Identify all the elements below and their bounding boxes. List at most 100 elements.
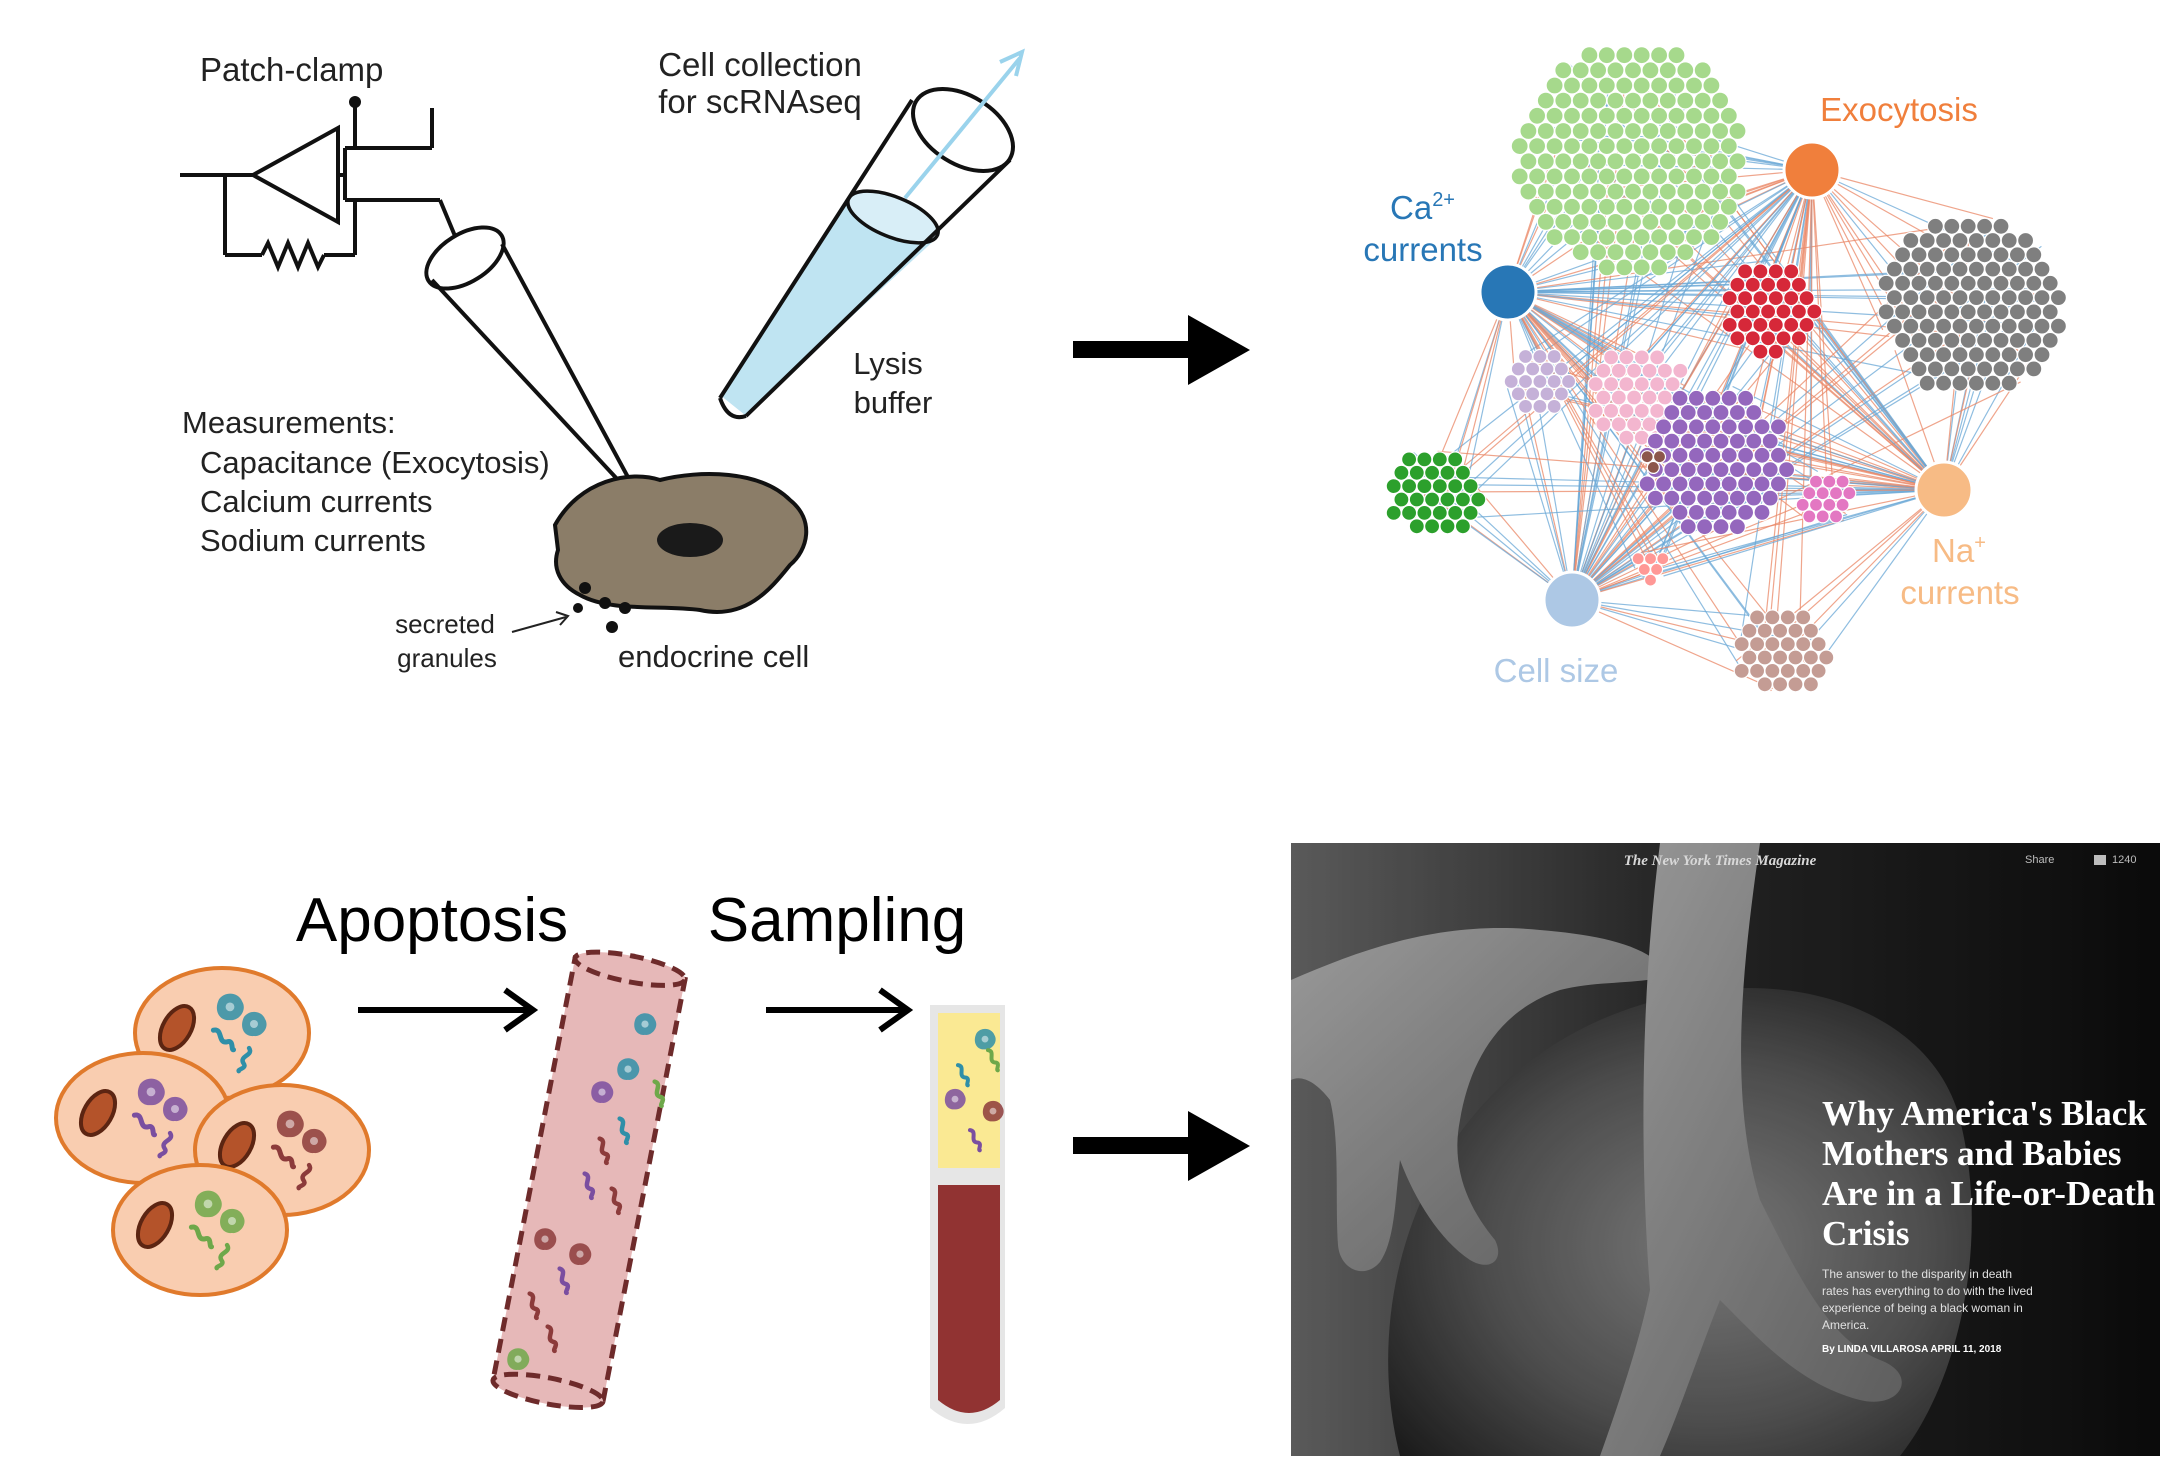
cell-dot — [1736, 418, 1755, 436]
cell-dot — [1695, 432, 1714, 450]
cell-dot — [1671, 389, 1689, 407]
cell-dot — [1416, 504, 1433, 522]
cell-dot — [1615, 167, 1634, 186]
cell-dot — [1975, 303, 1994, 321]
network-edge — [1456, 291, 1509, 495]
cell-dot — [1545, 76, 1564, 95]
network-edge — [1732, 385, 1945, 491]
cell-dot — [1893, 303, 1912, 321]
cell-dot — [1671, 503, 1689, 522]
cell-dot — [1571, 91, 1590, 110]
cell-dot — [1795, 609, 1812, 626]
cell-dot — [1771, 676, 1789, 693]
cell-dot — [1787, 649, 1804, 666]
cell-dot — [1779, 635, 1796, 653]
cell-dot — [1571, 61, 1590, 80]
chromatin-blob — [617, 1058, 640, 1080]
cell-dot — [1687, 446, 1706, 464]
cell-dot — [1641, 152, 1660, 171]
cell-dot — [1744, 330, 1761, 347]
cell-dot — [1580, 46, 1599, 65]
cell-dot — [1893, 331, 1912, 349]
cell-dot — [1748, 662, 1766, 680]
cell-dot — [1761, 489, 1779, 507]
cell-dot — [1667, 197, 1686, 216]
cell-dot — [1571, 243, 1590, 262]
cell-size-label: Cell size — [1494, 652, 1619, 689]
cell-dot — [1615, 137, 1634, 156]
headline-line-1: Why America's Black — [1822, 1094, 2147, 1133]
network-edge — [1811, 169, 2030, 269]
cell-dot — [1885, 317, 1904, 335]
cell-dot — [1704, 446, 1722, 464]
cell-dot — [1835, 474, 1850, 489]
cell-dot — [1744, 303, 1761, 320]
cell-dot — [1926, 274, 1945, 292]
cell-dot — [1623, 91, 1643, 110]
cell-dot — [1761, 461, 1779, 479]
cell-dot — [1602, 376, 1620, 393]
cell-dot — [1752, 290, 1769, 307]
cell-dot — [2025, 274, 2043, 292]
cell-dot — [1719, 137, 1738, 156]
cell-dot — [1943, 331, 1961, 349]
cell-dot — [2000, 289, 2018, 307]
cell-dot — [2025, 303, 2043, 321]
cell-dot — [1759, 276, 1777, 293]
cell-dot — [1595, 362, 1612, 379]
cell-dot — [1767, 263, 1784, 280]
cell-dot — [1729, 303, 1746, 320]
cell-dot — [1454, 491, 1472, 508]
cell-dot — [1554, 91, 1573, 110]
cell-dot — [1777, 461, 1796, 479]
cell-dot — [1679, 403, 1697, 422]
cell-dot — [1623, 212, 1643, 231]
cell-dot — [1992, 360, 2010, 378]
cell-dot — [1416, 451, 1433, 468]
cell-dot — [1702, 106, 1721, 125]
chromatin-blob — [302, 1128, 327, 1154]
chromatin-blob — [634, 1013, 657, 1035]
cell-dot — [1693, 121, 1712, 141]
cell-dot — [1454, 518, 1472, 535]
cell-dot — [1679, 518, 1697, 536]
network-edge — [1538, 408, 1573, 601]
cell-dot — [1408, 491, 1425, 508]
dna-fragment — [270, 1144, 297, 1170]
cell-dot — [2008, 303, 2027, 321]
cell-dot — [1828, 486, 1844, 501]
cell-dot — [1663, 489, 1681, 507]
cell-dot — [1643, 552, 1658, 566]
cell-dot — [1918, 231, 1936, 250]
cell-dot — [1519, 182, 1538, 201]
dna-fragment — [967, 1128, 982, 1153]
network-edge — [1516, 380, 1573, 601]
cell-dot — [1641, 121, 1660, 141]
network-edge — [1639, 169, 1813, 397]
cell-dot — [1975, 246, 1994, 264]
cell-dot — [1656, 552, 1670, 566]
cell-dot — [1667, 76, 1686, 95]
chromatin-blob — [163, 1096, 188, 1122]
comments-count[interactable]: 1240 — [2112, 854, 2136, 866]
cell-dot — [1802, 676, 1820, 693]
cell-dot — [1571, 152, 1590, 171]
ca-superscript: 2+ — [1432, 189, 1455, 211]
cell-dot — [1649, 46, 1669, 65]
cell-dot — [1984, 346, 2002, 364]
cell-dot — [1632, 106, 1651, 125]
cell-dot — [1652, 450, 1667, 464]
network-edge — [1810, 169, 1813, 520]
cell-dot — [1783, 316, 1800, 333]
cell-dot — [1693, 152, 1712, 171]
cell-dot — [1720, 446, 1738, 464]
cell-dot — [1416, 478, 1433, 495]
cell-dot — [1546, 373, 1562, 390]
cell-dot — [1553, 386, 1570, 402]
cell-dot — [1580, 76, 1599, 95]
cell-dot — [1527, 106, 1547, 125]
secreted-label-1: secreted — [395, 609, 495, 639]
share-button[interactable]: Share — [2025, 854, 2054, 866]
cell-dot — [1775, 276, 1792, 293]
cluster-pink — [1587, 349, 1689, 446]
